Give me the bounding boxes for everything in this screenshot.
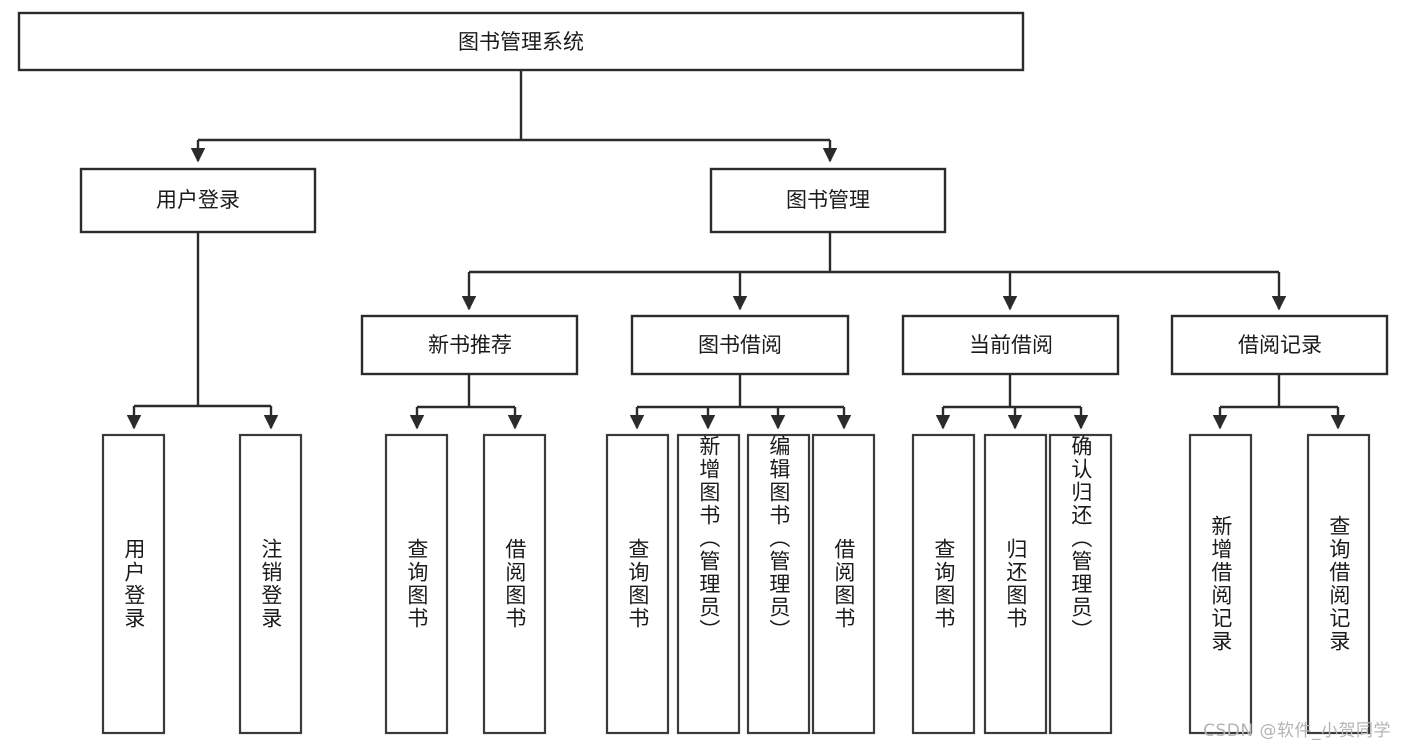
node-leaf-logout-box[interactable] bbox=[238, 433, 303, 735]
node-user-login[interactable]: 用户登录 bbox=[79, 167, 317, 234]
node-root[interactable]: 图书管理系统 bbox=[17, 11, 1025, 72]
node-leaf-add-book-box[interactable] bbox=[676, 433, 741, 735]
node-current-borrow-box[interactable] bbox=[901, 314, 1120, 376]
node-leaf-query-book-rec-box[interactable] bbox=[384, 433, 449, 735]
node-leaf-edit-book-box[interactable] bbox=[746, 433, 811, 735]
node-book-borrow-label: 图书借阅 bbox=[698, 333, 782, 357]
node-leaf-query-book-cur-box[interactable] bbox=[911, 433, 976, 735]
node-new-book-rec-box[interactable] bbox=[360, 314, 579, 376]
node-leaf-return-book-box[interactable] bbox=[983, 433, 1048, 735]
watermark-text: CSDN @软件_小贺同学 bbox=[1203, 721, 1391, 741]
node-book-manage-label: 图书管理 bbox=[786, 188, 870, 212]
node-leaf-borrow-book-rec-box[interactable] bbox=[482, 433, 547, 735]
node-leaf-borrow-book-box[interactable] bbox=[811, 433, 876, 735]
node-leaf-add-record-box[interactable] bbox=[1188, 433, 1253, 735]
node-leaf-query-record-box[interactable] bbox=[1306, 433, 1371, 735]
node-root-label: 图书管理系统 bbox=[458, 30, 584, 54]
node-book-manage-box[interactable] bbox=[709, 167, 947, 234]
node-root-box[interactable] bbox=[17, 11, 1025, 72]
node-leaf-confirm-return-box[interactable] bbox=[1048, 433, 1113, 735]
node-user-login-label: 用户登录 bbox=[156, 188, 240, 212]
node-book-borrow[interactable]: 图书借阅 bbox=[630, 314, 850, 376]
node-new-book-rec[interactable]: 新书推荐 bbox=[360, 314, 579, 376]
node-user-login-box[interactable] bbox=[79, 167, 317, 234]
leaf-box-group bbox=[101, 433, 1371, 735]
node-leaf-user-login-box[interactable] bbox=[101, 433, 166, 735]
node-current-borrow-label: 当前借阅 bbox=[969, 333, 1053, 357]
node-leaf-query-book-borrow-box[interactable] bbox=[605, 433, 670, 735]
node-current-borrow[interactable]: 当前借阅 bbox=[901, 314, 1120, 376]
node-book-borrow-box[interactable] bbox=[630, 314, 850, 376]
node-borrow-record-label: 借阅记录 bbox=[1238, 333, 1322, 357]
node-book-manage[interactable]: 图书管理 bbox=[709, 167, 947, 234]
node-borrow-record-box[interactable] bbox=[1170, 314, 1389, 376]
connector-group bbox=[126, 70, 1346, 430]
node-new-book-rec-label: 新书推荐 bbox=[428, 333, 512, 357]
node-borrow-record[interactable]: 借阅记录 bbox=[1170, 314, 1389, 376]
